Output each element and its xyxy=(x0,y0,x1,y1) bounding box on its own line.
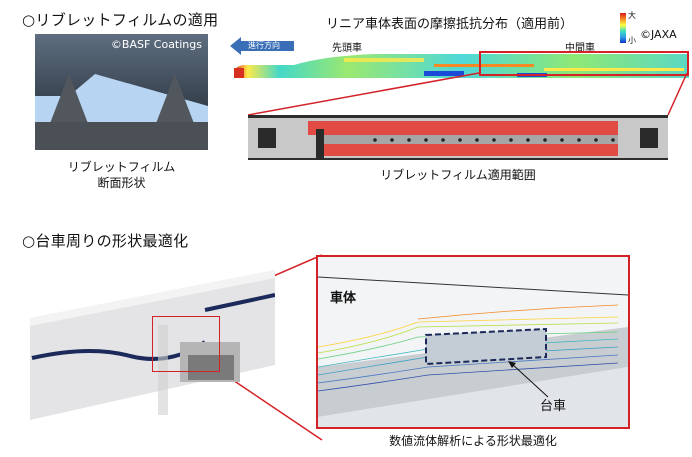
car-body-label: 車体 xyxy=(330,291,357,306)
section-heading-bogie: ○台車周りの形状最適化 xyxy=(22,232,189,250)
basf-credit: ©BASF Coatings xyxy=(110,38,202,51)
middle-car-label: 中間車 xyxy=(565,43,595,54)
riblet-caption-line2: 断面形状 xyxy=(97,176,146,190)
cfd-caption: 数値流体解析による形状最適化 xyxy=(389,434,557,448)
direction-label: 進行方向 xyxy=(248,41,280,50)
riblet-caption-line1: リブレットフィルム xyxy=(67,160,176,174)
riblet-cross-section-image xyxy=(35,34,208,150)
car-render-caption: リブレットフィルム適用範囲 xyxy=(380,168,536,182)
bogie-highlight-box xyxy=(152,316,220,372)
jaxa-credit: ©JAXA xyxy=(640,28,677,41)
section-heading-riblet: ○リブレットフィルムの適用 xyxy=(22,11,219,29)
bogie-label: 台車 xyxy=(540,399,567,414)
legend-colorbar xyxy=(620,13,626,43)
drag-map-title: リニア車体表面の摩擦抵抗分布（適用前） xyxy=(326,17,574,32)
legend-high: 大 xyxy=(628,11,636,20)
heatmap-highlight-box xyxy=(479,51,689,76)
riblet-cross-section-photo: ©BASF Coatings xyxy=(35,34,208,150)
legend-low: 小 xyxy=(628,36,636,45)
cfd-panel: 車体 台車 xyxy=(316,255,630,429)
drag-legend: 大 小 xyxy=(620,11,636,45)
direction-arrow: 進行方向 xyxy=(230,37,294,55)
lead-car-label: 先頭車 xyxy=(332,43,362,54)
car-render xyxy=(248,115,668,160)
left-arrow-icon xyxy=(230,37,294,55)
